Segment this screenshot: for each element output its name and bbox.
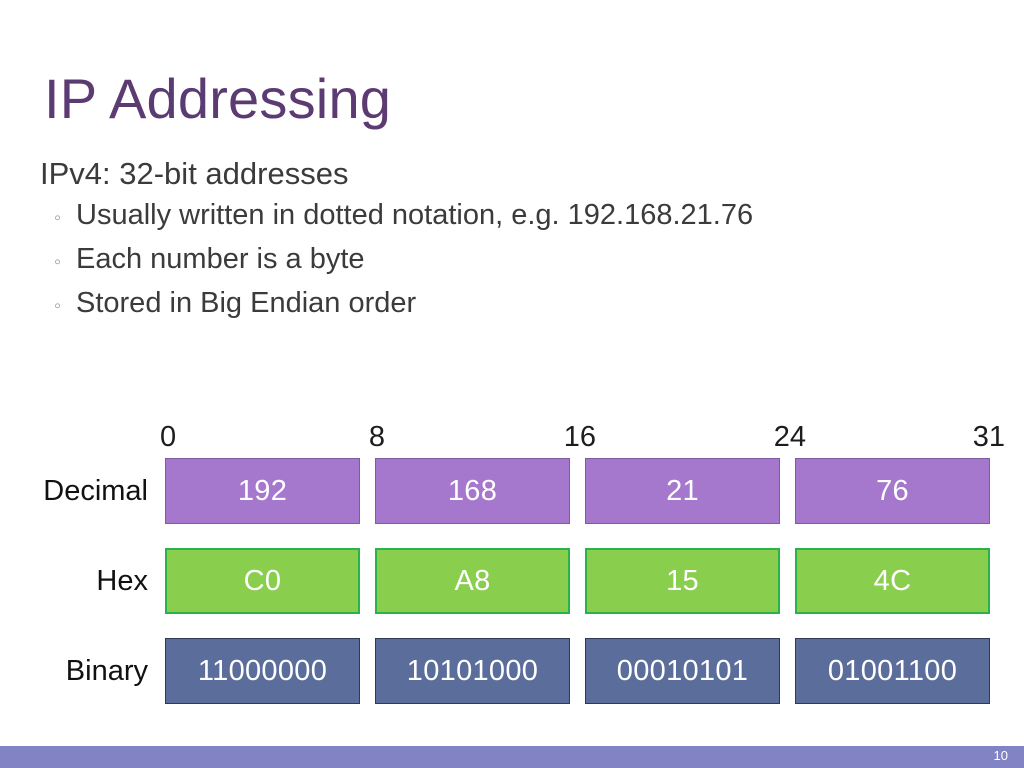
byte-cell: 4C: [795, 548, 990, 614]
row-label-decimal: Decimal: [43, 474, 148, 507]
table-row: Binary 11000000 10101000 00010101 010011…: [0, 638, 1024, 704]
table-row: Decimal 192 168 21 76: [0, 458, 1024, 524]
bullet-circle-icon: ◦: [54, 207, 62, 229]
byte-cell: C0: [165, 548, 360, 614]
footer-bar: [0, 746, 1024, 768]
bit-tick-24: 24: [773, 421, 806, 453]
byte-cell: 168: [375, 458, 570, 524]
bullet-circle-icon: ◦: [54, 295, 62, 317]
list-item: ◦ Usually written in dotted notation, e.…: [40, 201, 940, 230]
byte-cell: 15: [585, 548, 780, 614]
body-content: IPv4: 32-bit addresses ◦ Usually written…: [40, 158, 940, 333]
list-item-label: Usually written in dotted notation, e.g.…: [76, 199, 754, 231]
bit-tick-31: 31: [972, 421, 1005, 453]
byte-cell: 01001100: [795, 638, 990, 704]
byte-cell: 76: [795, 458, 990, 524]
byte-representation-table: Decimal 192 168 21 76 Hex C0 A8 15 4C Bi…: [0, 458, 1024, 704]
page-title: IP Addressing: [44, 66, 392, 130]
row-label-hex: Hex: [96, 564, 148, 597]
byte-cell: 21: [585, 458, 780, 524]
bit-position-ruler: 0 8 16 24 31: [0, 423, 1024, 457]
byte-cell: 11000000: [165, 638, 360, 704]
row-cells-decimal: 192 168 21 76: [165, 458, 990, 524]
body-heading: IPv4: 32-bit addresses: [40, 156, 349, 191]
row-cells-binary: 11000000 10101000 00010101 01001100: [165, 638, 990, 704]
list-item-label: Stored in Big Endian order: [76, 287, 417, 319]
table-row: Hex C0 A8 15 4C: [0, 548, 1024, 614]
bullet-circle-icon: ◦: [54, 251, 62, 273]
list-item-label: Each number is a byte: [76, 243, 365, 275]
row-cells-hex: C0 A8 15 4C: [165, 548, 990, 614]
byte-cell: A8: [375, 548, 570, 614]
row-label-binary: Binary: [65, 654, 148, 687]
byte-cell: 00010101: [585, 638, 780, 704]
list-item: ◦ Each number is a byte: [40, 245, 940, 274]
list-item: ◦ Stored in Big Endian order: [40, 289, 940, 318]
page-number: 10: [993, 748, 1008, 763]
bit-tick-8: 8: [368, 421, 385, 453]
bit-tick-0: 0: [160, 421, 177, 453]
byte-cell: 10101000: [375, 638, 570, 704]
bit-tick-16: 16: [563, 421, 596, 453]
byte-cell: 192: [165, 458, 360, 524]
